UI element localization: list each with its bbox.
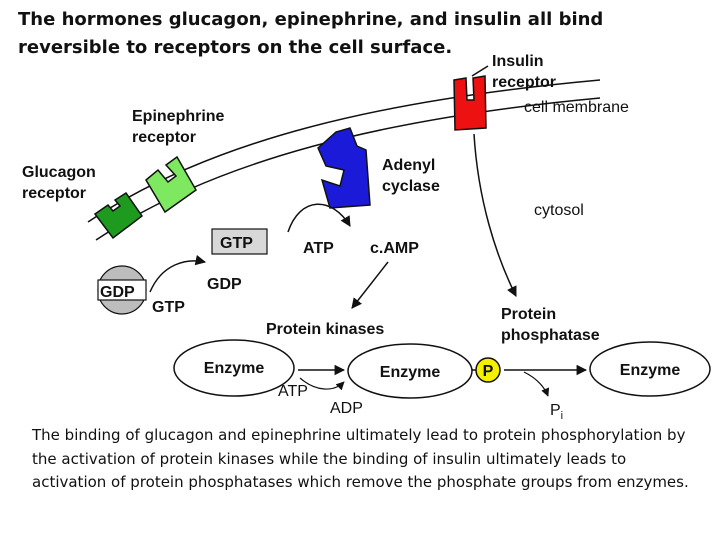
gtp-box <box>211 228 268 255</box>
cytosol-label: cytosol <box>534 202 584 219</box>
glucagon-receptor-label-2: receptor <box>22 185 86 202</box>
atp-top-label: ATP <box>303 240 334 257</box>
adenyl-cyclase-label-2: cyclase <box>382 178 440 195</box>
adp-bottom-label: ADP <box>330 400 363 417</box>
enzyme-right-label: Enzyme <box>620 362 681 379</box>
epinephrine-receptor-shape <box>145 155 197 214</box>
gdp-circle-label: GDP <box>100 284 135 301</box>
pi-release-curve <box>523 371 550 397</box>
cell-membrane-outer <box>87 79 601 223</box>
insulin-receptor-shape <box>453 75 487 131</box>
phosphate-circle <box>475 357 501 383</box>
enzyme-left-shape <box>173 339 295 397</box>
gtp-label: GTP <box>152 299 185 316</box>
glucagon-receptor-label-1: Glucagon <box>22 164 96 181</box>
insulin-to-phosphatase-arrow <box>473 133 517 297</box>
camp-to-kinase-arrow <box>351 261 389 309</box>
epinephrine-receptor-label-1: Epinephrine <box>132 108 225 125</box>
adenyl-to-camp-arrow <box>287 203 351 233</box>
cell-membrane-inner <box>95 97 601 241</box>
protein-phosphatase-label-2: phosphatase <box>501 327 600 344</box>
atp-adp-curve <box>299 377 345 391</box>
insulin-receptor-label-1: Insulin <box>492 53 544 70</box>
pi-label: Pi <box>550 402 563 422</box>
caption: The binding of glucagon and epinephrine … <box>32 426 689 491</box>
enzyme-middle-shape <box>347 343 473 399</box>
protein-phosphatase-label-1: Protein <box>501 306 556 323</box>
atp-bottom-label: ATP <box>278 383 308 400</box>
epinephrine-receptor-label-2: receptor <box>132 129 196 146</box>
enzyme-right-shape <box>589 341 711 397</box>
enzyme-middle-label: Enzyme <box>380 364 441 381</box>
page-title: The hormones glucagon, epinephrine, and … <box>18 9 604 58</box>
cell-membrane-label: cell membrane <box>524 99 629 116</box>
gtp-box-label: GTP <box>220 235 253 252</box>
phosphate-label: P <box>483 363 494 380</box>
enzyme-left-label: Enzyme <box>204 360 265 377</box>
gdp-exchange-arrow <box>149 254 207 293</box>
camp-label: c.AMP <box>370 240 419 257</box>
protein-kinases-label: Protein kinases <box>266 321 384 338</box>
gdp-label: GDP <box>207 276 242 293</box>
adenyl-cyclase-label-1: Adenyl <box>382 157 435 174</box>
insulin-receptor-label-2: receptor <box>492 74 556 91</box>
glucagon-receptor-shape <box>93 191 144 240</box>
adenyl-cyclase-shape <box>317 127 371 209</box>
